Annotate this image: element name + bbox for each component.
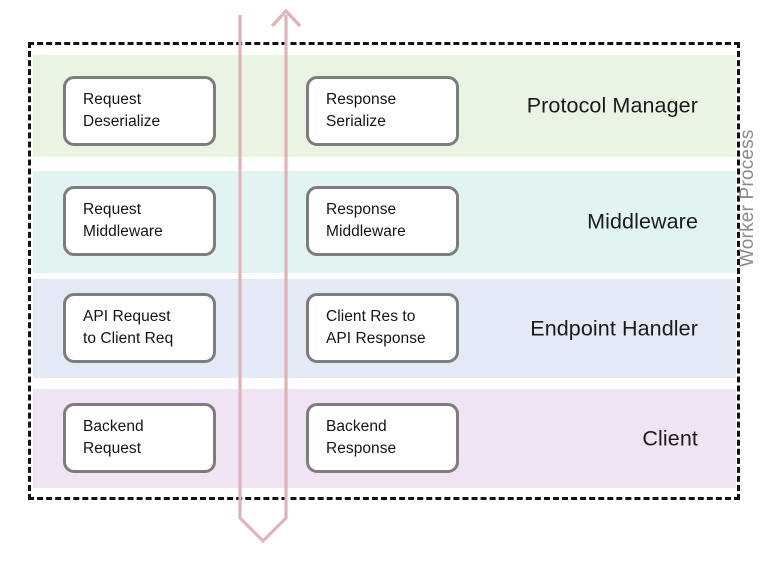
node-api-request-to-client-req[interactable]: API Request to Client Req <box>63 293 216 363</box>
node-request-deserialize[interactable]: Request Deserialize <box>63 76 216 146</box>
response-flow-up-arrow <box>270 8 302 28</box>
node-response-serialize[interactable]: Response Serialize <box>306 76 459 146</box>
node-response-serialize-label: Response Serialize <box>326 91 397 130</box>
node-backend-response[interactable]: Backend Response <box>306 403 459 473</box>
node-api-request-to-client-req-label: API Request to Client Req <box>83 308 174 347</box>
node-response-middleware[interactable]: Response Middleware <box>306 186 459 256</box>
node-backend-request[interactable]: Backend Request <box>63 403 216 473</box>
node-response-middleware-label: Response Middleware <box>326 201 406 240</box>
lane-label-protocol-manager: Protocol Manager <box>526 93 698 118</box>
lane-label-endpoint-handler: Endpoint Handler <box>530 316 698 340</box>
worker-process-boundary <box>28 42 740 500</box>
lane-label-client: Client <box>642 426 698 450</box>
node-client-res-to-api-response[interactable]: Client Res to API Response <box>306 293 459 363</box>
lane-label-middleware: Middleware <box>587 209 698 234</box>
node-request-deserialize-label: Request Deserialize <box>83 91 161 130</box>
node-backend-response-label: Backend Response <box>326 418 397 457</box>
node-request-middleware[interactable]: Request Middleware <box>63 186 216 256</box>
node-backend-request-label: Backend Request <box>83 418 144 457</box>
node-client-res-to-api-response-label: Client Res to API Response <box>326 308 426 347</box>
node-request-middleware-label: Request Middleware <box>83 201 163 240</box>
